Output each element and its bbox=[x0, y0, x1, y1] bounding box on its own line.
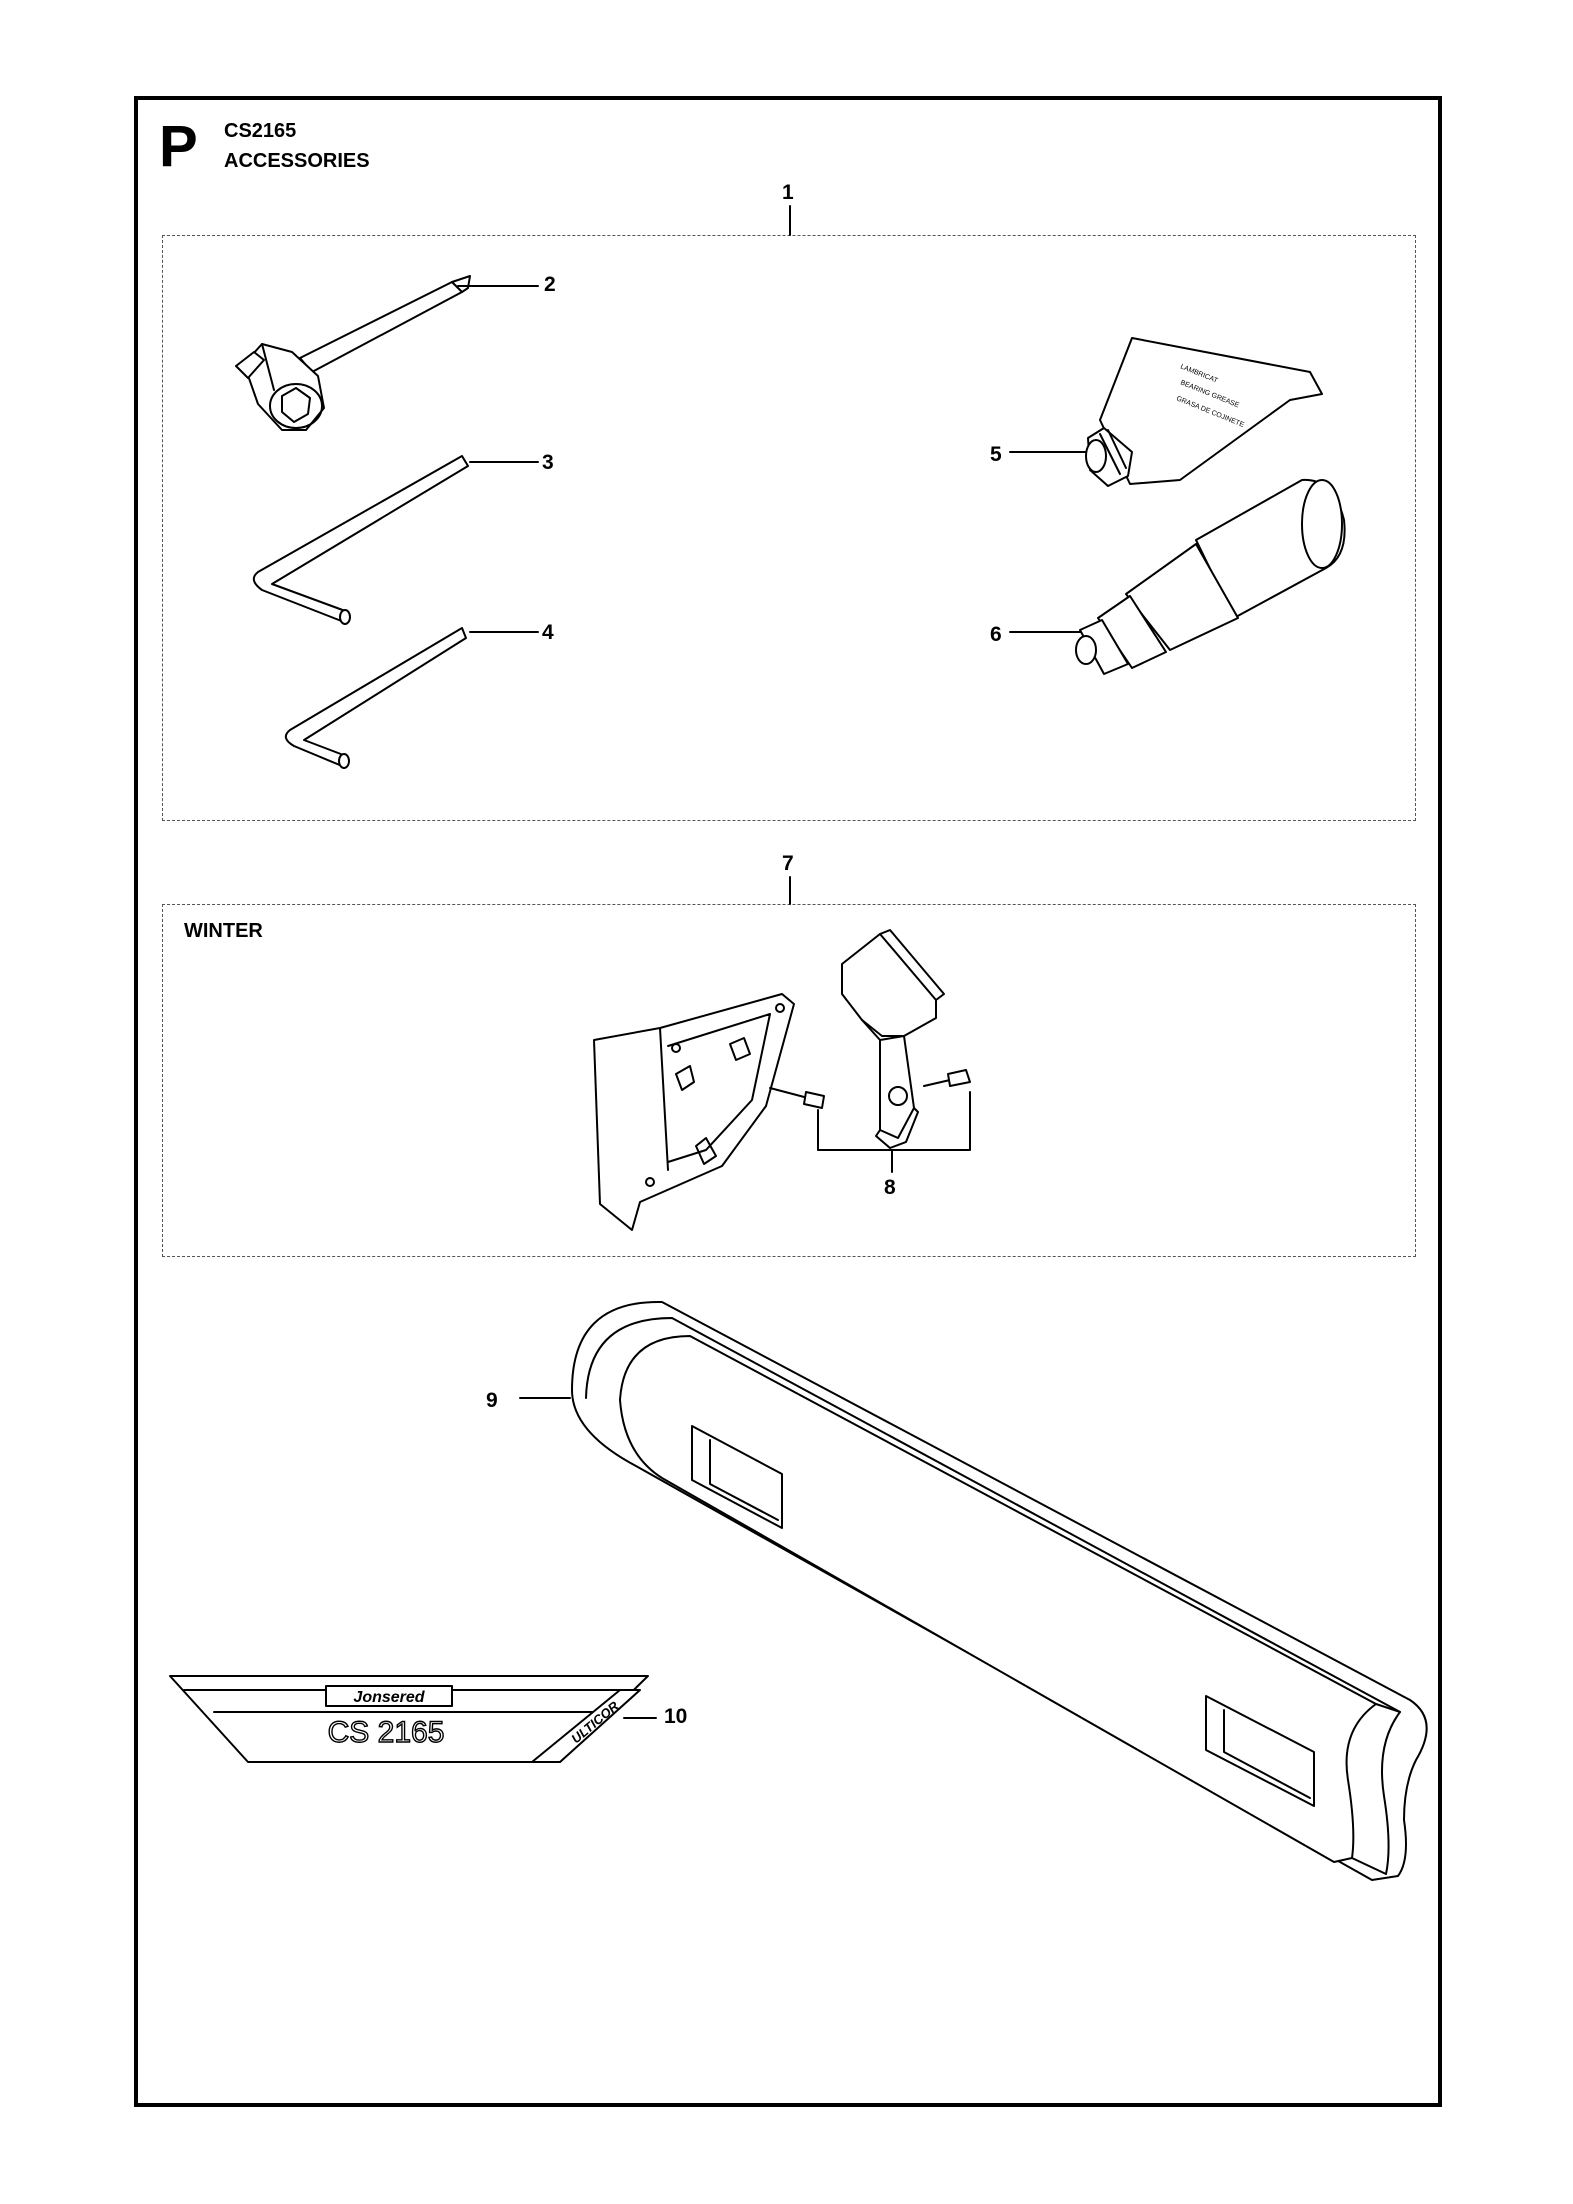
callout-2: 2 bbox=[544, 273, 556, 296]
model-decal-icon bbox=[169, 1675, 657, 1763]
callout-6: 6 bbox=[990, 623, 1002, 646]
section-letter: P bbox=[159, 114, 198, 179]
callout-5: 5 bbox=[990, 443, 1002, 466]
hex-key-large-icon bbox=[252, 455, 539, 625]
page-frame bbox=[134, 96, 1442, 2107]
winter-label: WINTER bbox=[184, 920, 263, 942]
hex-key-small-icon bbox=[284, 627, 539, 769]
callout-3: 3 bbox=[542, 451, 554, 474]
decal-model: CS 2165 bbox=[328, 1716, 445, 1749]
grease-gun-icon bbox=[1009, 478, 1346, 675]
model-number: CS2165 bbox=[224, 120, 297, 142]
callout-1: 1 bbox=[782, 181, 794, 204]
callout-7: 7 bbox=[782, 852, 794, 875]
winter-shutter-icon bbox=[593, 929, 971, 1231]
decal-brand: Jonsered bbox=[353, 1689, 425, 1706]
callout-10: 10 bbox=[664, 1705, 688, 1728]
combination-spanner-icon bbox=[235, 275, 539, 431]
callout-9: 9 bbox=[486, 1389, 498, 1412]
accessory-kit-box bbox=[162, 235, 1416, 821]
grease-tube-icon bbox=[1009, 337, 1323, 487]
winter-kit-box bbox=[162, 904, 1416, 1257]
bar-guard-icon bbox=[519, 1300, 1428, 1881]
callout-4: 4 bbox=[542, 621, 554, 644]
page-title: ACCESSORIES bbox=[224, 150, 370, 172]
callout-8: 8 bbox=[884, 1176, 896, 1199]
